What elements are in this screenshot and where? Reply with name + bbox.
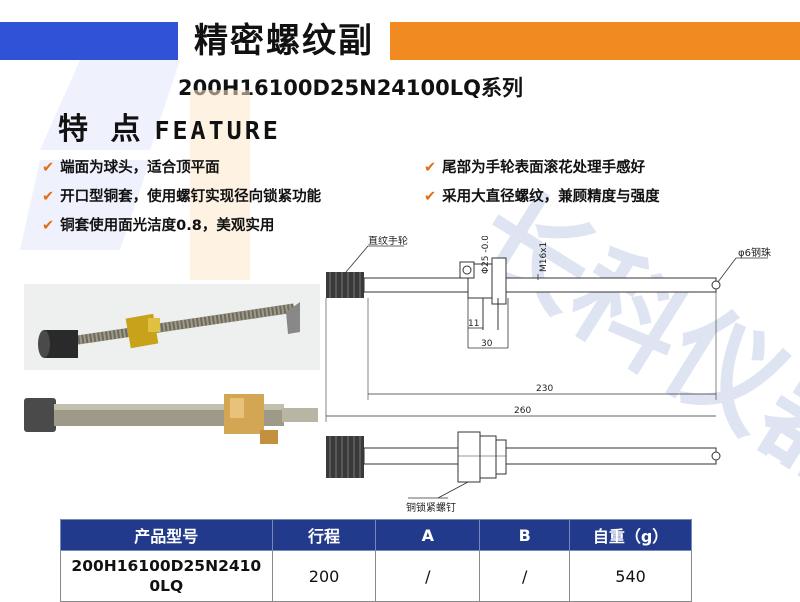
header-stroke: 行程 (271, 519, 377, 551)
label-thread: M16x1 (539, 242, 549, 272)
header-a: A (375, 519, 481, 551)
cell-b: / (479, 550, 571, 602)
header-weight: 自重（g） (569, 519, 692, 551)
feature-heading-en: FEATURE (154, 116, 281, 145)
product-photo-image (24, 388, 320, 458)
ball-end-top (711, 280, 721, 290)
model-series-title: 200H16100D25N24100LQ系列 (178, 76, 523, 100)
technical-drawing: 直纹手轮 φ6钢珠 M16x1 Φ25 -0.05 0 11 30 230 26… (325, 236, 771, 514)
check-icon: ✔ (42, 189, 55, 205)
check-icon: ✔ (424, 160, 437, 176)
label-diameter: Φ25 -0.05 (481, 236, 491, 274)
label-lock-screw: 铜锁紧螺钉 (406, 501, 456, 514)
cell-weight: 540 (569, 550, 692, 602)
handwheel-bottom (326, 436, 364, 478)
cell-model: 200H16100D25N24100LQ (60, 550, 273, 602)
product-render-image (24, 284, 320, 370)
feature-item: ✔铜套使用面光洁度0.8，美观实用 (42, 218, 275, 234)
dim-30: 30 (481, 339, 493, 349)
label-handwheel: 直纹手轮 (368, 236, 408, 247)
feature-item: ✔开口型铜套，使用螺钉实现径向锁紧功能 (42, 189, 322, 205)
check-icon: ✔ (42, 160, 55, 176)
table-row: 200H16100D25N24100LQ 200 / / 540 (60, 550, 692, 602)
handwheel-top (326, 272, 364, 298)
feature-item: ✔端面为球头，适合顶平面 (42, 160, 220, 176)
spec-table: 产品型号 行程 A B 自重（g） 200H16100D25N24100LQ 2… (60, 519, 692, 602)
feature-heading-cn: 特 点 (58, 112, 147, 147)
feature-item: ✔采用大直径螺纹，兼顾精度与强度 (424, 189, 660, 205)
dim-11: 11 (468, 319, 479, 329)
cell-stroke: 200 (271, 550, 377, 602)
check-icon: ✔ (42, 218, 55, 234)
header-bar-right (390, 22, 800, 60)
check-icon: ✔ (424, 189, 437, 205)
page-title: 精密螺纹副 (194, 21, 374, 61)
header-model: 产品型号 (60, 519, 273, 551)
label-steel-ball: φ6钢珠 (738, 246, 771, 259)
header-bar-left (0, 22, 178, 60)
header-b: B (479, 519, 571, 551)
feature-item: ✔尾部为手轮表面滚花处理手感好 (424, 160, 646, 176)
dim-260: 260 (514, 406, 531, 416)
cell-a: / (375, 550, 481, 602)
table-header-row: 产品型号 行程 A B 自重（g） (60, 519, 692, 551)
dim-230: 230 (536, 384, 553, 394)
